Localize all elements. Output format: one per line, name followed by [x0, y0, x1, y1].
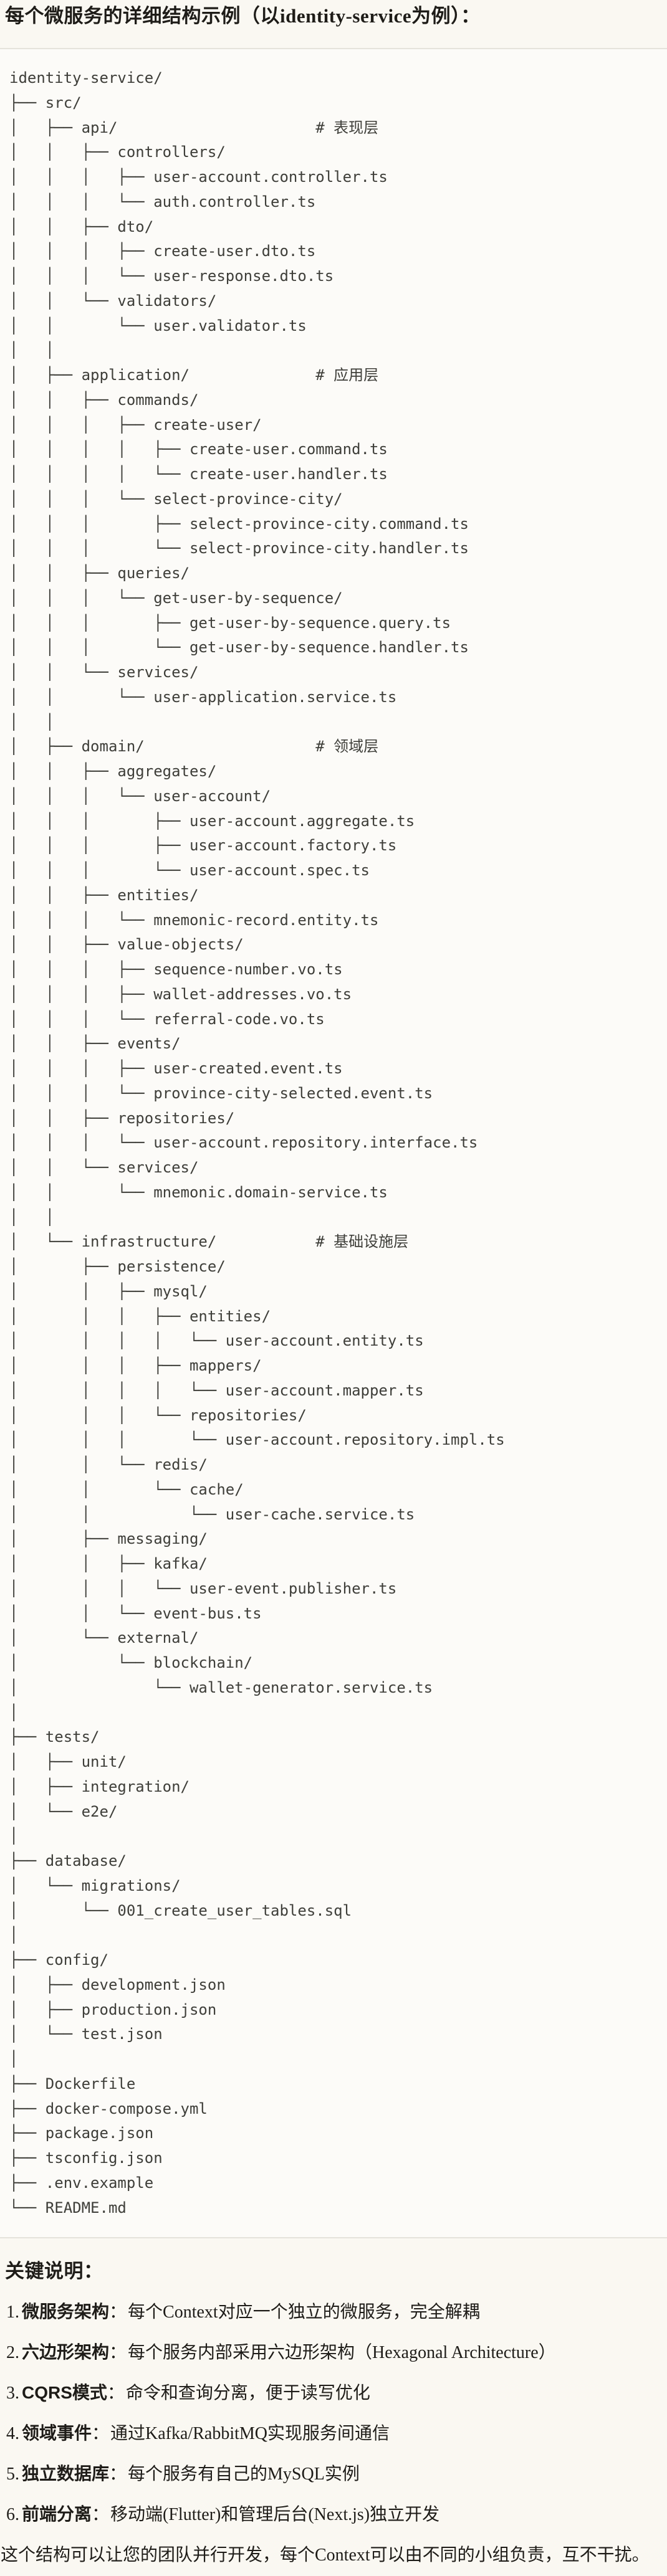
note-separator: ：: [92, 2424, 110, 2444]
note-text: 命令和查询分离，便于读写优化: [125, 2384, 370, 2403]
note-item: 6.前端分离：移动端(Flutter)和管理后台(Next.js)独立开发: [6, 2503, 667, 2526]
footer-paragraph: 这个结构可以让您的团队并行开发，每个Context可以由不同的小组负责，互不干扰…: [1, 2545, 650, 2565]
note-number: 4.: [6, 2424, 19, 2444]
note-term: CQRS模式: [22, 2383, 107, 2403]
note-number: 1.: [6, 2303, 19, 2322]
directory-tree-code-block: identity-service/ ├── src/ │ ├── api/ # …: [0, 48, 667, 2239]
note-item: 2.六边形架构：每个服务内部采用六边形架构（Hexagonal Architec…: [6, 2341, 667, 2364]
note-separator: ：: [109, 2464, 127, 2484]
note-term: 前端分离: [22, 2504, 92, 2524]
note-number: 5.: [6, 2464, 19, 2484]
note-text: 通过Kafka/RabbitMQ实现服务间通信: [110, 2424, 390, 2444]
notes-list: 1.微服务架构：每个Context对应一个独立的微服务，完全解耦 2.六边形架构…: [0, 2301, 667, 2526]
note-number: 3.: [6, 2384, 19, 2403]
note-item: 4.领域事件：通过Kafka/RabbitMQ实现服务间通信: [6, 2422, 667, 2445]
note-number: 2.: [6, 2343, 19, 2363]
note-text: 每个Context对应一个独立的微服务，完全解耦: [128, 2303, 480, 2322]
note-term: 领域事件: [22, 2423, 92, 2443]
note-term: 微服务架构: [22, 2302, 110, 2322]
note-term: 六边形架构: [22, 2342, 110, 2362]
note-separator: ：: [92, 2505, 110, 2525]
note-item: 1.微服务架构：每个Context对应一个独立的微服务，完全解耦: [6, 2301, 667, 2324]
directory-tree: identity-service/ ├── src/ │ ├── api/ # …: [9, 69, 505, 2217]
note-item: 5.独立数据库：每个服务有自己的MySQL实例: [6, 2463, 667, 2486]
notes-heading: 关键说明：: [5, 2260, 103, 2283]
note-number: 6.: [6, 2505, 19, 2525]
page-title: 每个微服务的详细结构示例（以identity-service为例）：: [5, 5, 481, 27]
note-text: 移动端(Flutter)和管理后台(Next.js)独立开发: [110, 2505, 440, 2525]
note-term: 独立数据库: [22, 2464, 110, 2484]
note-item: 3.CQRS模式：命令和查询分离，便于读写优化: [6, 2382, 667, 2405]
note-text: 每个服务内部采用六边形架构（Hexagonal Architecture）: [128, 2343, 556, 2363]
note-separator: ：: [109, 2303, 127, 2322]
note-separator: ：: [107, 2384, 125, 2403]
note-text: 每个服务有自己的MySQL实例: [128, 2464, 360, 2484]
note-separator: ：: [109, 2343, 127, 2363]
